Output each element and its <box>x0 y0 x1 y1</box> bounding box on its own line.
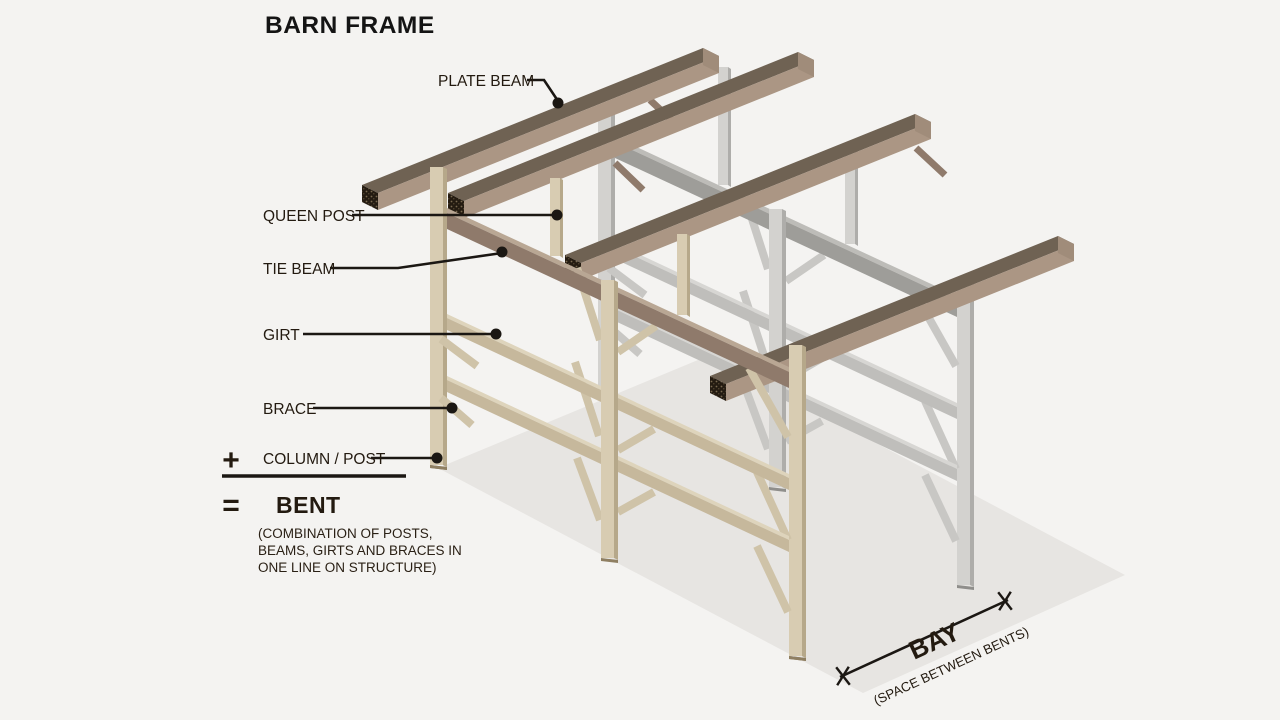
bay-marker-right-icon <box>998 591 1012 611</box>
bent-desc-line1: (COMBINATION OF POSTS, <box>258 526 433 541</box>
bent-equation: + = BENT (COMBINATION OF POSTS, BEAMS, G… <box>222 444 462 575</box>
bay-marker-left-icon <box>836 666 850 686</box>
label-brace: BRACE <box>263 401 316 418</box>
equals-icon: = <box>222 489 240 522</box>
plus-icon: + <box>222 444 240 477</box>
bay-dimension-line <box>839 598 1009 679</box>
label-column-post: COLUMN / POST <box>263 451 386 468</box>
leader-lines <box>303 78 560 460</box>
leader-tie-beam <box>330 251 503 270</box>
label-plate-beam: PLATE BEAM <box>438 73 534 90</box>
leader-dots <box>431 97 564 464</box>
dot-plate-beam <box>552 97 564 109</box>
dot-tie-beam <box>496 246 508 258</box>
leader-plate-beam <box>527 78 560 102</box>
label-tie-beam: TIE BEAM <box>263 261 335 278</box>
page-title: BARN FRAME <box>265 12 435 39</box>
label-girt: GIRT <box>263 327 300 344</box>
dot-column-post <box>431 452 443 464</box>
dot-brace <box>446 402 458 414</box>
bent-desc-line2: BEAMS, GIRTS AND BRACES IN <box>258 543 462 558</box>
label-queen-post: QUEEN POST <box>263 208 365 225</box>
dot-queen-post <box>551 209 563 221</box>
label-bent: BENT <box>276 492 341 518</box>
bent-desc-line3: ONE LINE ON STRUCTURE) <box>258 560 437 575</box>
callout-labels: PLATE BEAM QUEEN POST TIE BEAM GIRT BRAC… <box>263 73 534 468</box>
dot-girt <box>490 328 502 340</box>
bay-end-markers <box>835 591 1013 686</box>
